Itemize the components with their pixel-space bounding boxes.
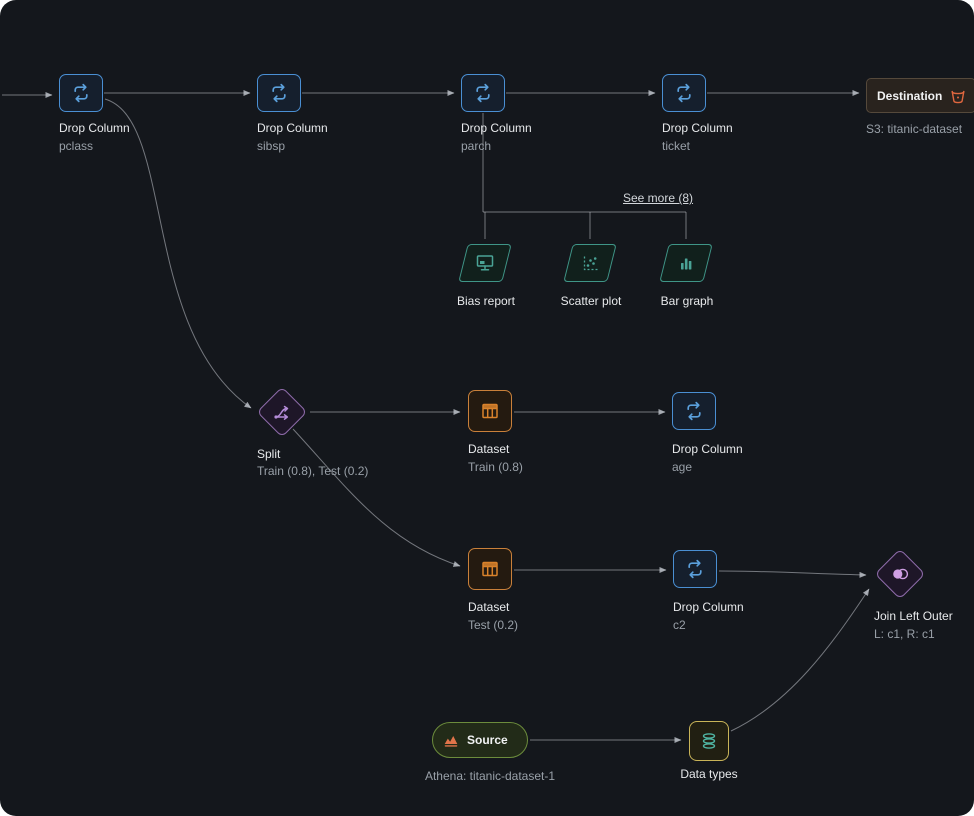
node-drop-column-age[interactable]: [672, 392, 716, 430]
dataset-table-icon: [479, 400, 501, 422]
transform-icon: [267, 81, 291, 105]
node-subtitle: S3: titanic-dataset: [866, 122, 963, 136]
see-more-link[interactable]: See more (8): [623, 191, 694, 205]
node-subtitle: Train (0.8), Test (0.2): [257, 464, 369, 478]
node-dataset-train[interactable]: [468, 390, 512, 432]
node-subtitle: parch: [461, 139, 492, 153]
node-title: Dataset: [468, 442, 510, 456]
node-drop-column-pclass[interactable]: [59, 74, 103, 112]
dataset-table-icon: [479, 558, 501, 580]
bias-report-icon: [473, 252, 497, 274]
node-title: Drop Column: [662, 121, 733, 135]
transform-icon: [672, 81, 696, 105]
node-label: Data types: [680, 767, 738, 781]
node-drop-column-ticket[interactable]: [662, 74, 706, 112]
transform-icon: [69, 81, 93, 105]
destination-label: Destination: [877, 88, 943, 103]
node-bar-graph[interactable]: [659, 244, 713, 282]
node-title: Drop Column: [673, 600, 744, 614]
transform-icon: [471, 81, 495, 105]
node-drop-column-parch[interactable]: [461, 74, 505, 112]
join-venn-icon: [889, 563, 911, 585]
node-drop-column-c2[interactable]: [673, 550, 717, 588]
database-stack-icon: [698, 730, 720, 752]
node-subtitle: ticket: [662, 139, 691, 153]
node-join-left-outer[interactable]: [874, 548, 926, 600]
node-drop-column-sibsp[interactable]: [257, 74, 301, 112]
node-subtitle: c2: [673, 618, 686, 632]
node-title: Dataset: [468, 600, 510, 614]
node-title: Split: [257, 447, 281, 461]
node-subtitle: Test (0.2): [468, 618, 519, 632]
node-subtitle: sibsp: [257, 139, 286, 153]
node-subtitle: pclass: [59, 139, 94, 153]
node-data-types[interactable]: [689, 721, 729, 761]
s3-bucket-icon: [949, 87, 967, 105]
node-source-athena[interactable]: Source: [432, 722, 528, 758]
node-subtitle: Athena: titanic-dataset-1: [424, 769, 556, 783]
node-split[interactable]: [256, 386, 308, 438]
source-label: Source: [467, 733, 508, 747]
node-title: Join Left Outer: [874, 609, 953, 623]
bar-graph-icon: [675, 252, 697, 274]
transform-icon: [683, 557, 707, 581]
node-title: Drop Column: [59, 121, 130, 135]
node-subtitle: L: c1, R: c1: [874, 627, 935, 641]
athena-icon: [442, 731, 460, 749]
node-bias-report[interactable]: [458, 244, 512, 282]
node-title: Drop Column: [461, 121, 532, 135]
node-scatter-plot[interactable]: [563, 244, 617, 282]
node-subtitle: age: [672, 460, 693, 474]
scatter-plot-icon: [579, 252, 601, 274]
split-icon: [271, 401, 293, 423]
node-subtitle: Train (0.8): [468, 460, 523, 474]
node-title: Drop Column: [672, 442, 743, 456]
node-label: Bias report: [456, 294, 516, 308]
node-label: Bar graph: [660, 294, 714, 308]
node-label: Scatter plot: [560, 294, 622, 308]
node-destination-s3[interactable]: Destination: [866, 78, 974, 113]
transform-icon: [682, 399, 706, 423]
node-dataset-test[interactable]: [468, 548, 512, 590]
node-title: Drop Column: [257, 121, 328, 135]
